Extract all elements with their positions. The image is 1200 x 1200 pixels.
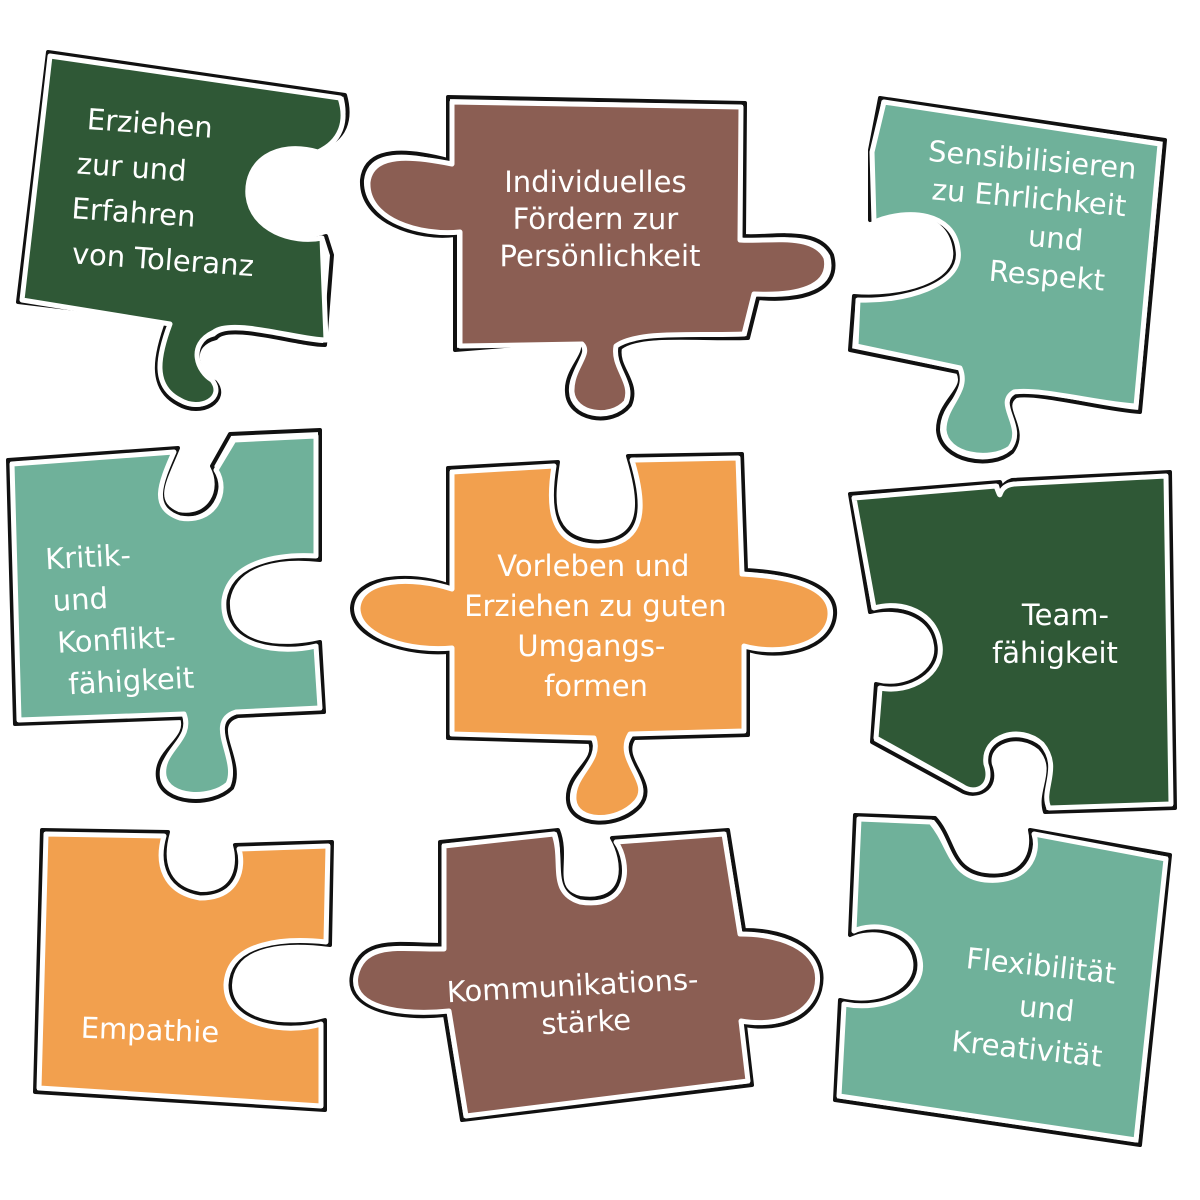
puzzle-piece-fill xyxy=(365,99,830,416)
puzzle-piece-fill xyxy=(853,99,1163,458)
puzzle-piece-fill xyxy=(355,455,833,820)
puzzle-piece-fill xyxy=(9,433,323,797)
puzzle-piece-team: Team- fähigkeit xyxy=(848,470,1177,814)
puzzle-piece-empathie: Empathie xyxy=(33,828,334,1112)
puzzle-piece-fill xyxy=(851,473,1174,811)
puzzle-piece-fill xyxy=(19,53,346,407)
piece-label: Vorleben und Erziehen zu guten Umgangs- … xyxy=(464,549,736,703)
piece-label: Kritik- und Konflikt- fähigkeit xyxy=(44,535,195,702)
puzzle-piece-fill xyxy=(36,831,331,1109)
puzzle-piece-flexibilitaet: Flexibilität und Kreativität xyxy=(833,813,1172,1147)
puzzle-piece-fill xyxy=(353,831,820,1119)
puzzle-piece-konflikt: Kritik- und Konflikt- fähigkeit xyxy=(6,428,326,803)
piece-label: Team- fähigkeit xyxy=(992,598,1118,670)
puzzle-piece-toleranz: Erziehen zur und Erfahren von Toleranz xyxy=(16,50,350,411)
puzzle-piece-fill xyxy=(836,816,1169,1143)
puzzle-piece-umgangsformen: Vorleben und Erziehen zu guten Umgangs- … xyxy=(350,452,838,825)
puzzle-piece-persoenlichkeit: Individuelles Fördern zur Persönlichkeit xyxy=(359,95,836,421)
piece-label: Empathie xyxy=(80,1011,220,1050)
piece-label: Individuelles Fördern zur Persönlichkeit xyxy=(500,165,701,273)
puzzle-piece-kommunikation: Kommunikations- stärke xyxy=(349,828,824,1122)
puzzle-piece-ehrlichkeit: Sensibilisieren zu Ehrlichkeit und Respe… xyxy=(848,96,1167,464)
